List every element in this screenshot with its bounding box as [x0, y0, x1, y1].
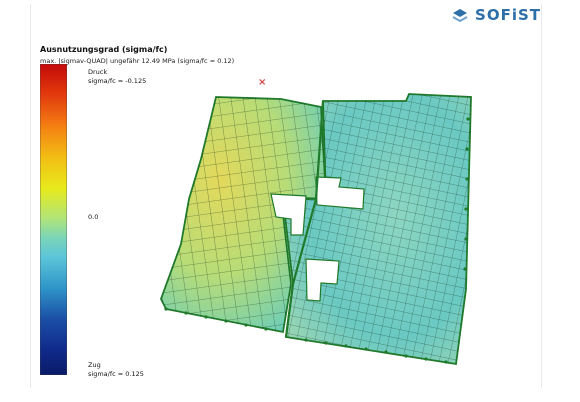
boundary-supports — [164, 117, 470, 364]
max-value-marker: × — [258, 77, 267, 88]
legend-label-zug: Zug — [88, 361, 101, 369]
legend-subtitle: max. |sigmav-QUAD| ungefähr 12.49 MPa (s… — [40, 57, 235, 65]
legend-title: Ausnutzungsgrad (sigma/fc) — [40, 45, 168, 54]
legend-label-druck-value: sigma/fc = -0.125 — [88, 77, 147, 85]
opening-3 — [305, 258, 340, 302]
legend-label-zero: 0.0 — [88, 213, 99, 221]
opening-2 — [315, 176, 365, 210]
opening-1 — [270, 193, 307, 236]
slab-seam — [284, 100, 325, 338]
legend-label-druck: Druck — [88, 68, 108, 76]
logo-text: SOFiST — [475, 6, 541, 24]
color-scale-bar — [40, 64, 67, 375]
results-viewport[interactable]: SOFiST Ausnutzungsgrad (sigma/fc) max. |… — [30, 4, 542, 388]
sofistik-logo: SOFiST — [451, 6, 541, 24]
legend-label-zug-value: sigma/fc = 0.125 — [88, 370, 144, 378]
fe-mesh-plot[interactable] — [131, 79, 491, 379]
logo-icon — [452, 9, 468, 22]
